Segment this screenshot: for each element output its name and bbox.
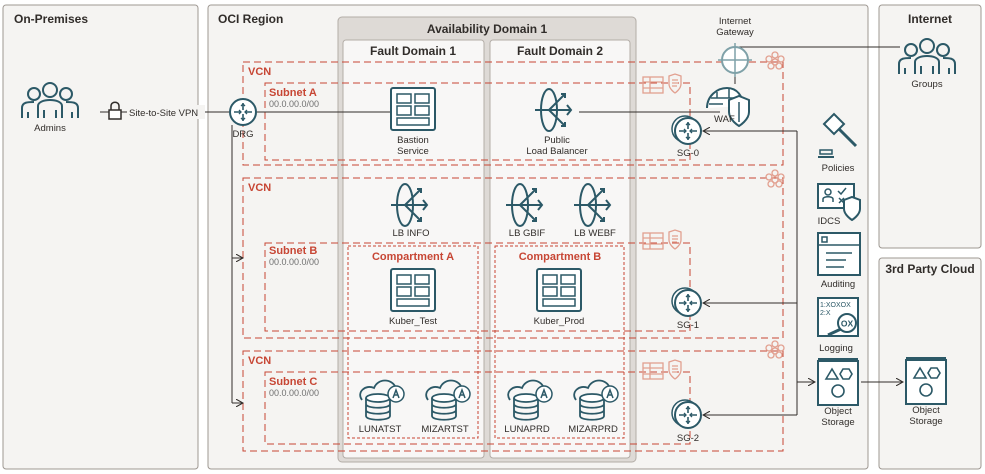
kuber-test-server-icon — [390, 268, 436, 312]
logging-text-1: 1:XOXOX — [820, 302, 851, 309]
subnet-a-cidr: 00.0.00.0/00 — [269, 99, 319, 109]
waf-icon — [706, 86, 750, 128]
idcs-label: IDCS — [818, 216, 841, 227]
object-storage-icon — [817, 357, 859, 406]
kuber-prod-server-icon — [536, 268, 582, 312]
auditing-icon — [817, 232, 861, 276]
vpn-label-bg — [127, 105, 205, 119]
public-lb-label-2: Load Balancer — [526, 146, 587, 157]
compartment-a — [347, 245, 479, 439]
on-premises-title: On-Premises — [14, 12, 88, 26]
oci-region-title: OCI Region — [218, 12, 283, 26]
third-party-cloud-title: 3rd Party Cloud — [885, 262, 974, 276]
drg-label: DRG — [232, 129, 253, 140]
logging-ox: OX — [841, 319, 854, 329]
kuber-test-label: Kuber_Test — [389, 316, 437, 327]
vcn-2-label: VCN — [248, 182, 271, 194]
sg-1-label: SG-1 — [677, 320, 699, 331]
internet-gateway-icon — [718, 43, 752, 77]
igw-label-2: Gateway — [716, 27, 754, 38]
groups-label: Groups — [911, 79, 942, 90]
sg-0-label: SG-0 — [677, 148, 699, 159]
on-premises-panel — [2, 4, 199, 470]
lunaprd-label: LUNAPRD — [504, 424, 550, 435]
fault-domain-1-title: Fault Domain 1 — [370, 44, 456, 58]
lb-info-label: LB INFO — [393, 228, 430, 239]
vcn-1-label: VCN — [248, 66, 271, 78]
policies-label: Policies — [822, 163, 855, 174]
subnet-b-cidr: 00.0.00.0/00 — [269, 257, 319, 267]
availability-domain-title: Availability Domain 1 — [427, 22, 548, 36]
vcn-3-label: VCN — [248, 355, 271, 367]
subnet-a-label: Subnet A — [269, 87, 317, 99]
subnet-b — [264, 242, 691, 332]
bastion-label-2: Service — [397, 146, 429, 157]
kuber-prod-label: Kuber_Prod — [534, 316, 585, 327]
public-lb-label: Public — [544, 135, 570, 146]
auditing-label: Auditing — [821, 279, 855, 290]
lock-icon — [108, 101, 122, 120]
internet-title: Internet — [908, 12, 952, 26]
third-party-object-storage-label: Object — [912, 405, 940, 416]
policies-gavel-icon — [818, 112, 858, 158]
drg-icon — [229, 98, 257, 126]
idcs-icon — [817, 183, 861, 222]
fault-domain-1 — [342, 39, 485, 459]
site-to-site-vpn-label: Site-to-Site VPN — [129, 108, 198, 119]
waf-label: WAF — [714, 114, 735, 125]
compartment-a-label: Compartment A — [372, 251, 454, 263]
internet-panel — [878, 4, 982, 249]
lunatst-label: LUNATST — [359, 424, 402, 435]
subnet-b-label: Subnet B — [269, 245, 317, 257]
compartment-b-label: Compartment B — [519, 251, 602, 263]
subnet-c-label: Subnet C — [269, 376, 317, 388]
object-storage-label: Object — [824, 406, 852, 417]
logging-text-2: 2:X — [820, 310, 831, 317]
third-party-object-storage-icon — [905, 356, 947, 405]
admins-label: Admins — [34, 123, 66, 134]
object-storage-label-2: Storage — [821, 417, 854, 428]
compartment-b — [494, 245, 625, 439]
mizartst-label: MIZARTST — [421, 424, 469, 435]
lb-gbif-label: LB GBIF — [509, 228, 546, 239]
fault-domain-2-title: Fault Domain 2 — [517, 44, 603, 58]
third-party-object-storage-label-2: Storage — [909, 416, 942, 427]
lb-webf-label: LB WEBF — [574, 228, 616, 239]
bastion-icon — [390, 87, 436, 131]
logging-label: Logging — [819, 343, 853, 354]
subnet-c-cidr: 00.0.00.0/00 — [269, 388, 319, 398]
igw-label: Internet — [719, 16, 752, 27]
sg-2-label: SG-2 — [677, 433, 699, 444]
magnifier-icon — [837, 313, 857, 333]
logging-icon: 1:XOXOX 2:X OX — [817, 297, 859, 337]
mizarprd-label: MIZARPRD — [568, 424, 618, 435]
vcn-3 — [242, 350, 784, 452]
fault-domain-2 — [489, 39, 631, 459]
bastion-label: Bastion — [397, 135, 429, 146]
